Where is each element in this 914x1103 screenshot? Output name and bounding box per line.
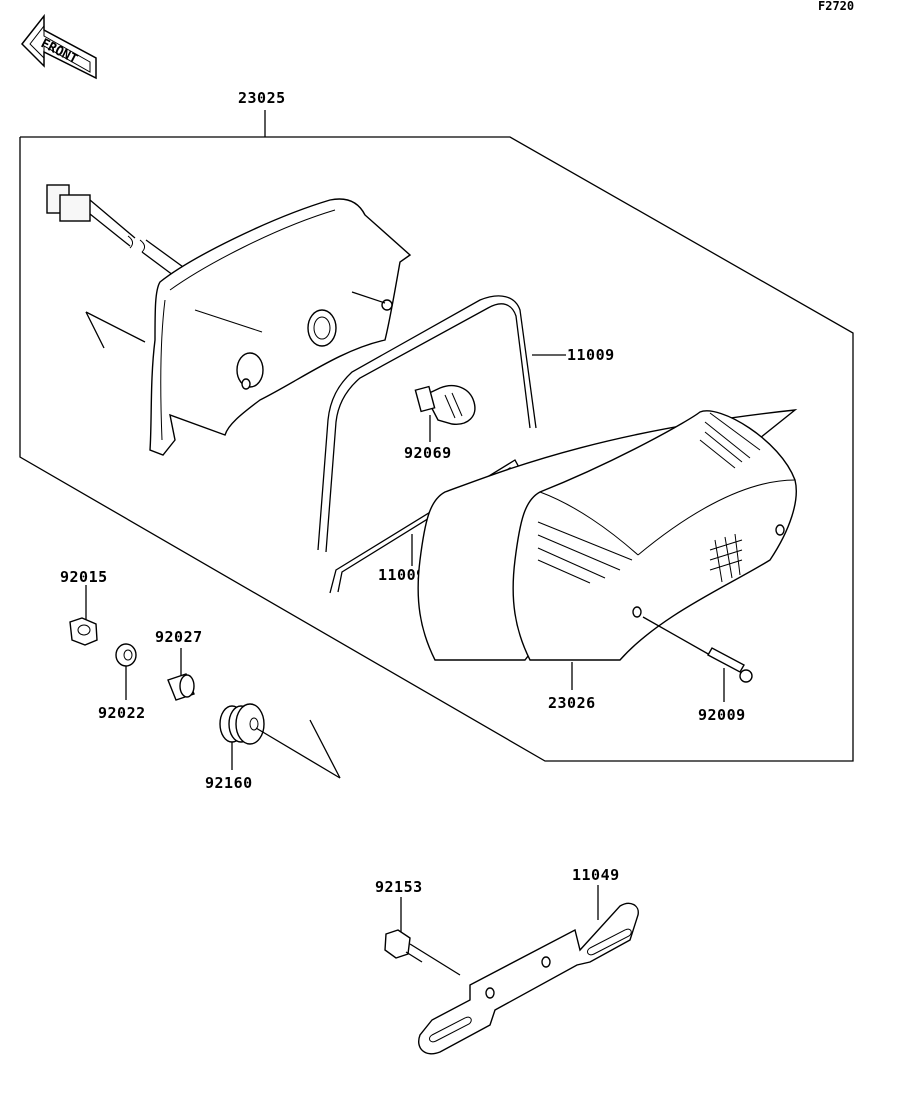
label-23025: 23025 — [238, 89, 286, 107]
screw-92009 — [642, 616, 753, 702]
figure-code: F2720 — [818, 0, 854, 13]
label-92022: 92022 — [98, 704, 146, 722]
grommet-92160 — [219, 703, 341, 779]
collar-92027 — [167, 648, 195, 701]
label-92009: 92009 — [698, 706, 746, 724]
label-92153: 92153 — [375, 878, 423, 896]
label-11009: 11009 — [567, 346, 615, 364]
label-11049: 11049 — [572, 866, 620, 884]
gasket-11009 — [317, 295, 566, 553]
front-arrow-icon: FRONT — [20, 13, 97, 80]
washer-92022 — [115, 643, 137, 700]
bulb-92069 — [414, 384, 476, 442]
label-23026: 23026 — [548, 694, 596, 712]
bracket-11049 — [418, 885, 639, 1055]
nut-92015 — [69, 585, 98, 646]
assembly-boundary — [19, 110, 854, 762]
label-92069: 92069 — [404, 444, 452, 462]
lens-23026 — [417, 409, 798, 690]
label-92027: 92027 — [155, 628, 203, 646]
lamp-housing — [46, 184, 412, 456]
label-92015: 92015 — [60, 568, 108, 586]
bolt-92153 — [384, 897, 461, 976]
label-92160: 92160 — [205, 774, 253, 792]
